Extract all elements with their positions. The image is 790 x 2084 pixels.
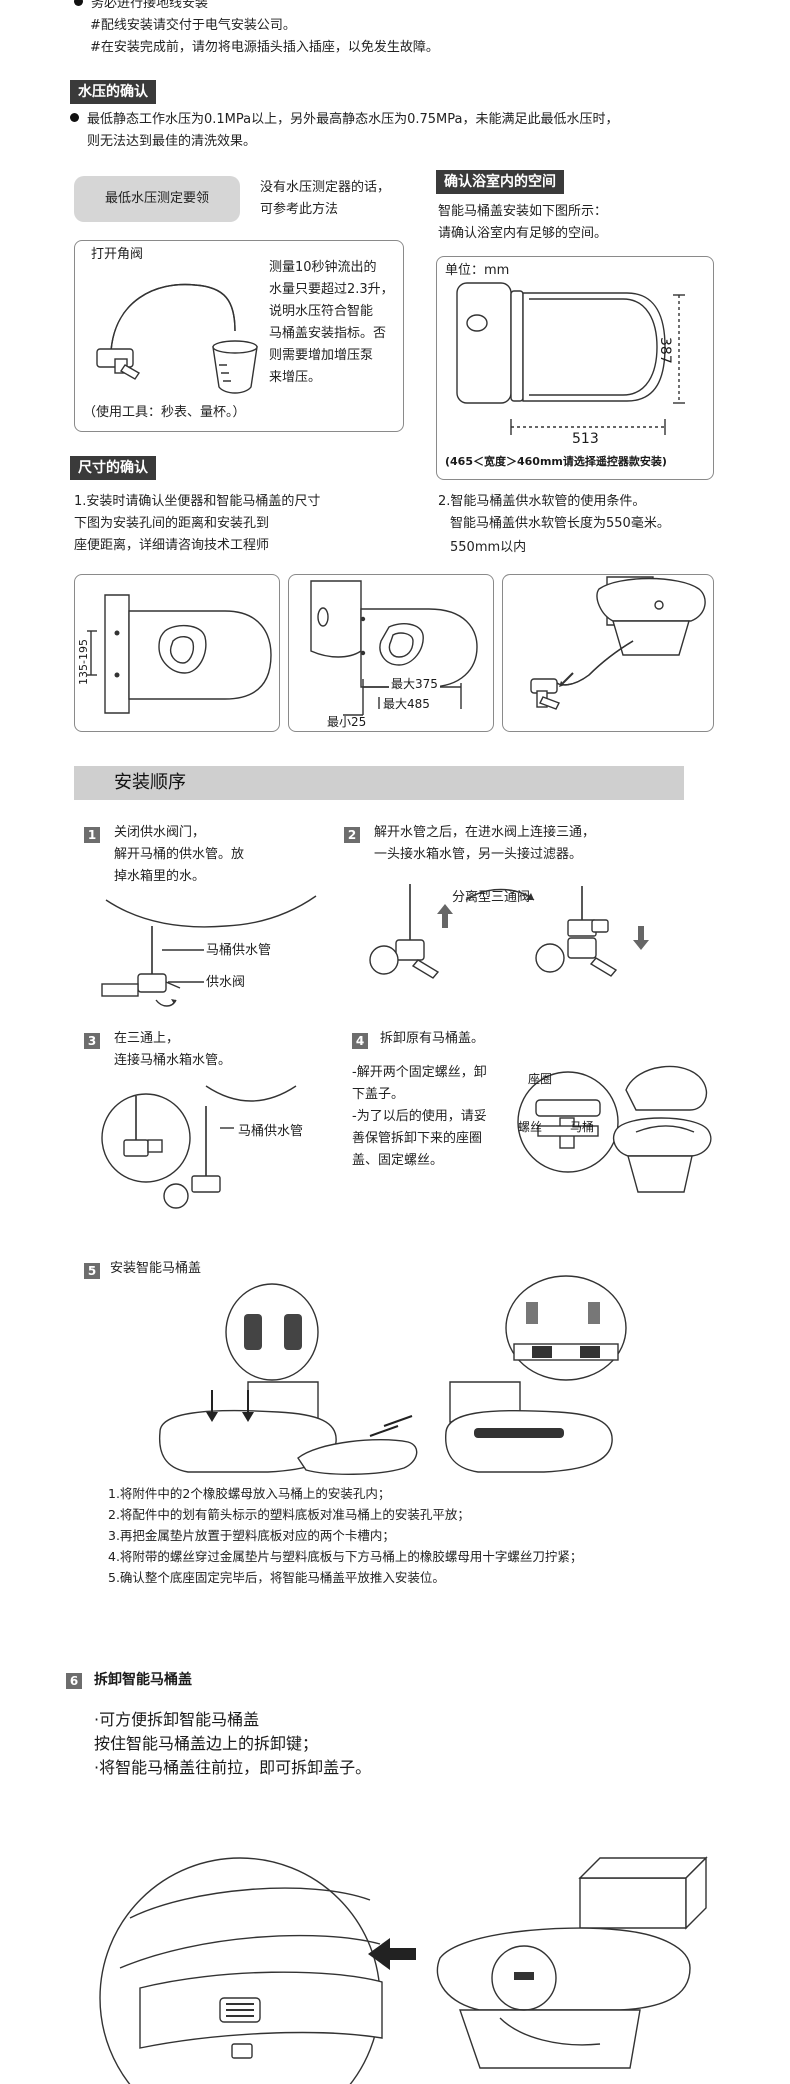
step1-line2: 掉水箱里的水。 xyxy=(114,869,206,884)
step4-illustration xyxy=(517,1065,712,1193)
step4-line3: 善保管拆卸下来的座圈 xyxy=(352,1131,483,1146)
water-pressure-desc: 最低静态工作水压为0.1MPa以上，另外最高静态水压为0.75MPa，未能满足此… xyxy=(70,110,619,130)
hole-diagram xyxy=(87,594,272,714)
size-left-1: 下图为安装孔间的距离和安装孔到 xyxy=(74,516,270,531)
step4-badge: 4 xyxy=(352,1033,368,1049)
intro-line: #在安装完成前，请勿将电源插头插入插座，以免发生故障。 xyxy=(90,40,439,55)
valve-cup-illustration xyxy=(96,283,258,394)
hose-box xyxy=(502,574,714,732)
step2-tee-label: 分离型三通阀 xyxy=(452,890,531,905)
box-text-5: 来增压。 xyxy=(269,370,322,385)
step4-toilet-label: 马桶 xyxy=(570,1120,595,1134)
box-text-3: 马桶盖安装指标。否 xyxy=(269,326,387,341)
water-pressure-desc-2: 则无法达到最佳的清洗效果。 xyxy=(87,134,257,149)
step4-screw-label: 螺丝 xyxy=(518,1120,543,1134)
step3-illustration xyxy=(101,1085,297,1209)
dim-min25: 最小25 xyxy=(327,715,367,729)
box-title: 打开角阀 xyxy=(91,247,144,262)
box-text-4: 则需要增加增压泵 xyxy=(269,348,374,363)
side-note: 可参考此方法 xyxy=(260,202,339,217)
dim-height: 387 xyxy=(657,337,673,364)
step1-line1: 解开马桶的供水管。放 xyxy=(114,847,245,862)
size-right-0: 2.智能马桶盖供水软管的使用条件。 xyxy=(438,494,646,509)
dim-max375: 最大375 xyxy=(389,675,440,692)
step5-line2: 3.再把金属垫片放置于塑料底板对应的两个卡槽内； xyxy=(108,1528,395,1543)
step4-seat-label: 座圈 xyxy=(528,1072,553,1086)
side-note: 没有水压测定器的话， xyxy=(260,180,391,195)
step5-title: 安装智能马桶盖 xyxy=(110,1261,202,1276)
step2-line1: 一头接水箱水管，另一头接过滤器。 xyxy=(374,847,583,862)
step1-badge: 1 xyxy=(84,827,100,843)
box-text-0: 测量10秒钟流出的 xyxy=(269,260,377,275)
pressure-method-tag: 最低水压测定要领 xyxy=(74,176,240,222)
desc-line: 最低静态工作水压为0.1MPa以上，另外最高静态水压为0.75MPa，未能满足此… xyxy=(87,112,619,127)
step5-illustration xyxy=(158,1275,627,1475)
intro-bullet-text: 务必进行接地线安装 xyxy=(91,0,209,11)
step6-title: 拆卸智能马桶盖 xyxy=(94,1672,192,1688)
step3-line0: 在三通上， xyxy=(114,1031,180,1046)
step6-line1: 按住智能马桶盖边上的拆卸键； xyxy=(94,1734,319,1753)
box-text-2: 说明水压符合智能 xyxy=(269,304,374,319)
space-diagram xyxy=(456,282,685,435)
step3-badge: 3 xyxy=(84,1033,100,1049)
step4-line4: 盖、固定螺丝。 xyxy=(352,1153,444,1168)
step3-line1: 连接马桶水箱水管。 xyxy=(114,1053,232,1068)
step4-line2: -为了以后的使用，请妥 xyxy=(352,1109,487,1124)
step2-line0: 解开水管之后，在进水阀上连接三通， xyxy=(374,825,596,840)
step4-line0: -解开两个固定螺丝，卸 xyxy=(352,1065,487,1080)
unit-label: 单位：mm xyxy=(445,263,510,278)
box-tools: （使用工具：秒表、量杯。） xyxy=(83,405,246,420)
space-diagram-box: 单位：mm 387 513 (465＜宽度＞460mm请选择遥控器款安装) xyxy=(436,256,714,480)
step5-line1: 2.将配件中的划有箭头标示的塑料底板对准马桶上的安装孔平放； xyxy=(108,1507,470,1522)
dim-max485: 最大485 xyxy=(381,695,432,712)
pressure-test-box: 打开角阀 测量10秒钟流出的 水量只要超过2.3升， 说明水压符合智能 马桶盖安… xyxy=(74,240,404,432)
step6-line2: ·将智能马桶盖往前拉，即可拆卸盖子。 xyxy=(94,1758,372,1777)
step4-line1: 下盖子。 xyxy=(352,1087,405,1102)
hole-distance-box: 135-195 xyxy=(74,574,280,732)
size-check-header: 尺寸的确认 xyxy=(70,456,156,480)
step2-illustration xyxy=(369,884,649,979)
toilet-dim-diagram xyxy=(310,580,478,716)
size-right-2: 550mm以内 xyxy=(450,540,527,555)
hose-diagram xyxy=(530,576,706,710)
step6-line0: ·可方便拆卸智能马桶盖 xyxy=(94,1710,260,1729)
step3-pipe-label: 马桶供水管 xyxy=(238,1124,304,1139)
intro-line: #配线安装请交付于电气安装公司。 xyxy=(90,18,296,33)
bathroom-desc: 请确认浴室内有足够的空间。 xyxy=(438,226,608,241)
install-order-header: 安装顺序 xyxy=(74,766,684,800)
dim-length: 513 xyxy=(569,431,602,447)
step6-illustration xyxy=(99,1856,708,2084)
step1-valve-label: 供水阀 xyxy=(206,975,246,990)
toilet-dimension-box: 最大375 最大485 最小25 xyxy=(288,574,494,732)
intro-bullet: 务必进行接地线安装 xyxy=(74,0,208,14)
step5-line3: 4.将附带的螺丝穿过金属垫片与塑料底板与下方马桶上的橡胶螺母用十字螺丝刀拧紧； xyxy=(108,1549,583,1564)
box-text-1: 水量只要超过2.3升， xyxy=(269,282,394,297)
step4-title: 拆卸原有马桶盖。 xyxy=(380,1031,485,1046)
bathroom-desc: 智能马桶盖安装如下图所示： xyxy=(438,204,608,219)
step5-line4: 5.确认整个底座固定完毕后，将智能马桶盖平放推入安装位。 xyxy=(108,1570,445,1585)
size-left-2: 座便距离，详细请咨询技术工程师 xyxy=(74,538,270,553)
size-right-1: 智能马桶盖供水软管长度为550毫米。 xyxy=(450,516,670,531)
bullet-dot xyxy=(70,113,79,122)
size-left-0: 1.安装时请确认坐便器和智能马桶盖的尺寸 xyxy=(74,494,321,509)
step6-badge: 6 xyxy=(66,1673,82,1689)
step2-badge: 2 xyxy=(344,827,360,843)
dim-hole: 135-195 xyxy=(77,639,90,685)
step1-pipe-label: 马桶供水管 xyxy=(206,943,272,958)
bullet-dot xyxy=(74,0,83,6)
water-pressure-header: 水压的确认 xyxy=(70,80,156,104)
step5-line0: 1.将附件中的2个橡胶螺母放入马桶上的安装孔内； xyxy=(108,1486,391,1501)
step1-illustration xyxy=(101,895,317,1007)
bathroom-space-header: 确认浴室内的空间 xyxy=(436,170,564,194)
step5-badge: 5 xyxy=(84,1263,100,1279)
step1-line0: 关闭供水阀门， xyxy=(114,825,206,840)
space-footnote: (465＜宽度＞460mm请选择遥控器款安装) xyxy=(445,455,667,468)
